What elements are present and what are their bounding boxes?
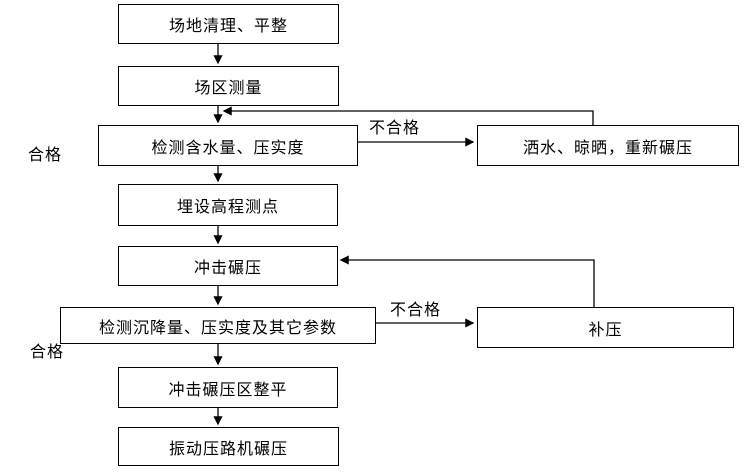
node-vibratory-roller-rolling: 振动压路机碾压 — [118, 427, 339, 466]
node-water-dry-reroll: 洒水、晾晒，重新碾压 — [477, 125, 739, 166]
node-site-clearing: 场地清理、平整 — [118, 4, 339, 44]
node-impact-rolling: 冲击碾压 — [118, 246, 338, 286]
node-site-survey: 场区测量 — [118, 66, 339, 106]
label-fail-2: 不合格 — [390, 302, 442, 319]
node-test-settlement-params: 检测沉降量、压实度及其它参数 — [60, 307, 376, 344]
node-test-moisture-compaction: 检测含水量、压实度 — [98, 125, 358, 166]
label-fail-1: 不合格 — [369, 120, 421, 137]
feedback-supplementary-to-impact-rolling — [339, 255, 595, 307]
label-pass-2: 合格 — [30, 344, 65, 361]
label-pass-1: 合格 — [28, 147, 63, 164]
node-embed-elevation-points: 埋设高程测点 — [118, 184, 338, 226]
node-impact-area-leveling: 冲击碾压区整平 — [118, 367, 338, 408]
node-supplementary-compaction: 补压 — [477, 307, 734, 348]
